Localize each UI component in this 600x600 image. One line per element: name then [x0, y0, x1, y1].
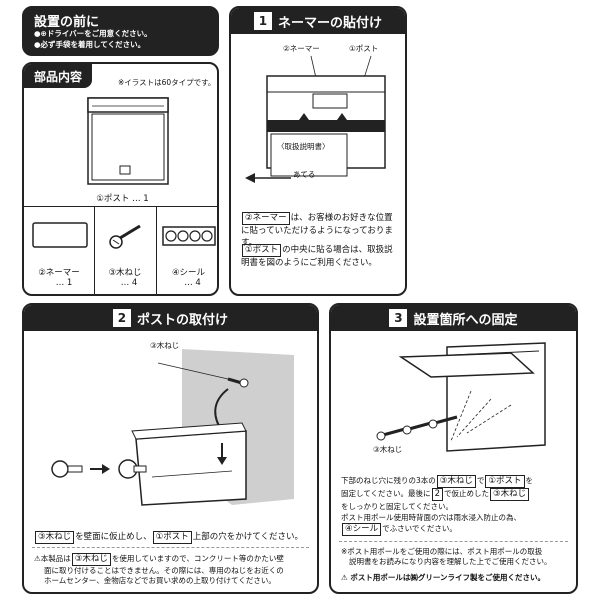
step3-line5-tag-seal: ④シール: [342, 523, 382, 536]
step2-header: 2 ポストの取付け: [24, 305, 317, 331]
step1-text2-tag: ①ポスト: [242, 244, 282, 257]
step2-instruction-b: 上部の穴をかけてください。: [192, 532, 304, 542]
parts-col-divider-2: [156, 206, 157, 294]
step2-panel: 2 ポストの取付け ③木ねじ 壁面 ③木ねじを壁面に仮止めし、①ポスト上部の穴を…: [22, 303, 319, 594]
step1-manual-label: 〈取扱説明書〉: [277, 142, 330, 151]
step1-header: 1 ネーマーの貼付け: [231, 8, 405, 34]
post-illustration: [87, 97, 169, 185]
step2-warning-line-2: 面に取り付けることはできません。その際には、専用のねじをお近くの: [44, 566, 284, 575]
screw-caption: ③木ねじ: [108, 268, 142, 278]
step2-divider: [32, 547, 309, 548]
step3-line2-tag-step: 2: [431, 488, 443, 501]
step3-illustration: [376, 342, 546, 452]
step3-line2-a: 固定してください。最後に: [341, 489, 431, 498]
before-install-note-1: ●⊕ドライバーをご用意ください。: [34, 29, 152, 38]
step3-line-4: ポスト用ポール使用時背面の穴は雨水浸入防止の為、: [341, 513, 521, 522]
before-install-panel: 設置の前に ●⊕ドライバーをご用意ください。 ●必ず手袋を着用してください。: [22, 6, 219, 56]
step3-line1-b: で: [476, 476, 485, 485]
step2-tag-post: ①ポスト: [152, 531, 192, 544]
step3-line1-c: を: [525, 476, 534, 485]
before-install-note-2: ●必ず手袋を着用してください。: [34, 40, 146, 49]
step2-warning-tag: ③木ねじ: [71, 553, 111, 566]
step2-warning-line-3: ホームセンター、金物店などでお買い求めの上取り付けてください。: [44, 576, 276, 585]
parts-title: 部品内容: [24, 64, 92, 88]
step1-text-2: ①ポストの中央に貼る場合は、取扱説明書を図のようにご利用ください。: [241, 244, 401, 269]
step3-line-5: でふさいでください。: [382, 524, 457, 533]
seal-count: … 4: [184, 278, 201, 288]
name-plate-illustration: [32, 222, 88, 248]
step3-pole-note: ※ポスト用ポールをご使用の際には、ポスト用ポールの取扱 説明書をお読みになり内容…: [341, 547, 575, 567]
step3-title: 設置箇所への固定: [413, 312, 518, 328]
step1-panel: 1 ネーマーの貼付け ②ネーマー ①ポスト 〈取扱説明書〉 あてる ②ネーマーは…: [229, 6, 407, 296]
seal-caption: ④シール: [171, 268, 206, 278]
name-plate-count: … 1: [55, 278, 73, 288]
before-install-title: 設置の前に: [34, 15, 100, 30]
post-caption: ①ポスト … 1: [96, 194, 149, 204]
step3-number: 3: [389, 309, 408, 327]
step2-title: ポストの取付け: [136, 312, 228, 328]
parts-panel: 部品内容 ※イラストは60タイプです。 ①ポスト … 1 ②ネーマー … 1 ③…: [22, 62, 219, 296]
step3-pole-note-1: ※ポスト用ポールをご使用の際には、ポスト用ポールの取扱: [341, 547, 543, 556]
step3-line1-tag-post: ①ポスト: [485, 475, 525, 488]
step1-label-post: ①ポスト: [349, 44, 379, 53]
step3-line-3: をしっかりと固定してください。: [341, 502, 454, 511]
step1-label-namer: ②ネーマー: [283, 44, 320, 53]
step3-pole-note-2: 説明書をお読みになり内容を理解した上でご使用ください。: [349, 557, 552, 566]
step1-text2-body: の中央に貼る場合は、取扱説明書を図のようにご利用ください。: [241, 245, 393, 268]
step1-title: ネーマーの貼付け: [277, 15, 382, 31]
step2-warning-line-1: を使用していますので、コンクリート等のかたい壁: [111, 554, 284, 563]
step1-text1-tag: ②ネーマー: [242, 212, 290, 225]
parts-col-divider-1: [94, 206, 95, 294]
step1-arrow-label: あてる: [293, 170, 316, 179]
step2-screw-label: ③木ねじ: [150, 341, 180, 350]
step3-screw-label: ③木ねじ: [373, 445, 403, 454]
step3-line2-b: で仮止めした: [443, 489, 489, 498]
step1-number: 1: [253, 12, 272, 30]
step1-illustration: [245, 55, 386, 183]
step2-illustration: [51, 349, 294, 506]
step3-line1-tag-screw: ③木ねじ: [436, 475, 476, 488]
step1-text-1: ②ネーマーは、お客様のお好きな位置に貼っていただけるようになっております。: [241, 212, 401, 249]
screw-icon: [109, 224, 141, 249]
step2-instruction-a: を壁面に仮止めし、: [75, 532, 152, 542]
screw-count: … 4: [120, 278, 138, 288]
step3-pole-warning: ⚠ ポスト用ポールは㈱グリーンライフ製をご使用ください。: [341, 573, 545, 582]
parts-illust-note: ※イラストは60タイプです。: [118, 78, 216, 87]
step3-divider: [339, 541, 568, 542]
step3-line2-tag-screw: ③木ねじ: [489, 488, 530, 501]
parts-divider: [24, 206, 217, 207]
step2-warning-pre: ⚠本製品は: [34, 554, 71, 563]
name-plate-caption: ②ネーマー: [38, 268, 80, 278]
step2-number: 2: [112, 309, 131, 327]
step1-text1-body: は、お客様のお好きな位置に貼っていただけるようになっております。: [241, 213, 393, 248]
step2-instruction: ③木ねじを壁面に仮止めし、①ポスト上部の穴をかけてください。: [34, 531, 314, 544]
step2-tag-screw: ③木ねじ: [35, 531, 75, 544]
step3-line1-a: 下部のねじ穴に残りの3本の: [341, 476, 436, 485]
step3-header: 3 設置箇所への固定: [331, 305, 576, 331]
seal-illustration: [162, 226, 216, 246]
